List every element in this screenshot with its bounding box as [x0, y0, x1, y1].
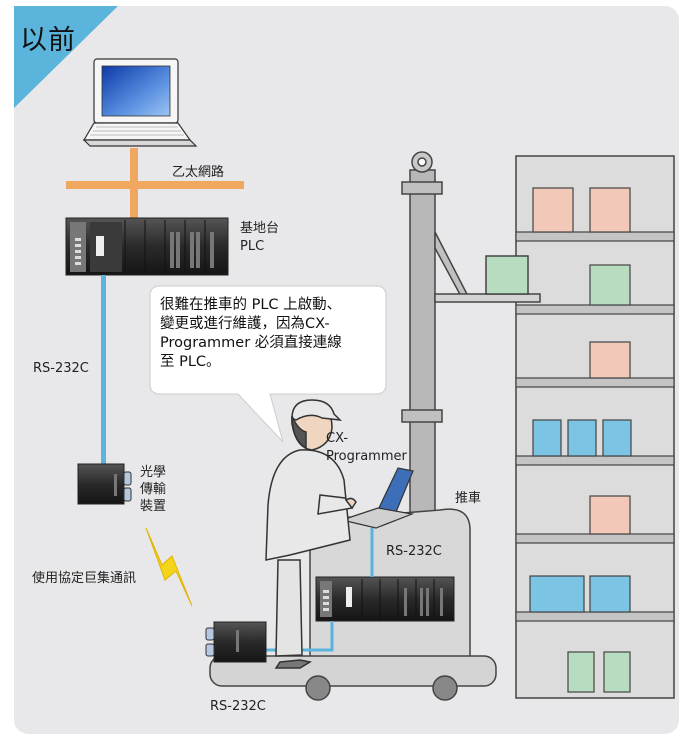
cx-programmer-label-line1: CX- — [326, 431, 349, 446]
cart-label: 推車 — [455, 491, 482, 506]
callout-line-2: 變更或進行維護，因為CX- — [160, 316, 330, 332]
ethernet-cable — [66, 148, 244, 220]
cart-plc-icon — [315, 576, 455, 622]
corner-accent — [14, 6, 118, 108]
ethernet-label: 乙太網路 — [172, 165, 225, 180]
callout-bubble — [149, 285, 387, 443]
laptop-icon — [82, 58, 198, 147]
optical-label-line3: 裝置 — [140, 499, 167, 514]
cart-laptop-icon — [339, 467, 415, 529]
callout-line-3: Programmer 必須直接連線 — [160, 335, 342, 351]
protocol-macro-label: 使用協定巨集通訊 — [32, 571, 137, 586]
serial-cable-left — [101, 275, 106, 465]
lightning-icon — [145, 527, 193, 607]
warehouse-shelf — [515, 155, 675, 699]
rs232c-cart-label: RS-232C — [386, 544, 442, 559]
optical-label-line2: 傳輸 — [140, 482, 167, 497]
base-plc-icon — [65, 217, 229, 276]
base-plc-label-line1: 基地台 — [240, 221, 280, 236]
callout-line-1: 很難在推車的 PLC 上啟動、 — [160, 297, 342, 313]
cart-mast — [401, 151, 541, 551]
optical-label-line1: 光學 — [140, 465, 167, 480]
corner-label: 以前 — [20, 25, 76, 56]
cx-programmer-label-line2: Programmer — [326, 449, 407, 464]
base-plc-label-line2: PLC — [240, 239, 265, 254]
optical-device-icon — [77, 463, 132, 505]
callout-line-4: 至 PLC。 — [160, 354, 221, 370]
optical-device-bottom-icon — [205, 621, 267, 663]
rs232c-left-label: RS-232C — [33, 361, 89, 376]
callout-text: 很難在推車的 PLC 上啟動、 變更或進行維護，因為CX- Programmer… — [160, 296, 375, 372]
rs232c-bottom-label: RS-232C — [210, 699, 266, 714]
operator-figure — [265, 399, 357, 669]
